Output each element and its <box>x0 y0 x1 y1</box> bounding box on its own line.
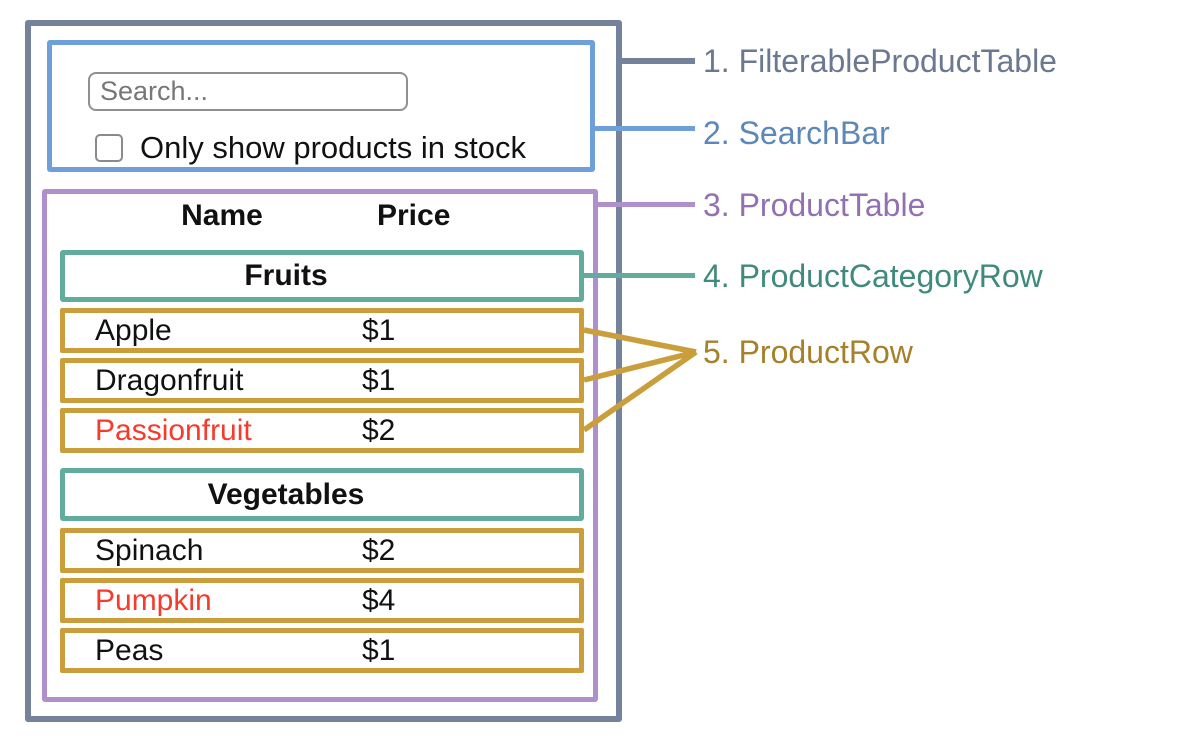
product-price: $4 <box>362 583 396 617</box>
category-label: Vegetables <box>207 477 365 511</box>
legend-filterable-product-table: 1. FilterableProductTable <box>703 43 1057 79</box>
product-category-row-vegetables: Vegetables <box>60 468 584 521</box>
product-row: Peas $1 <box>60 628 584 673</box>
legend-product-row: 5. ProductRow <box>703 334 913 370</box>
product-row: Dragonfruit $1 <box>60 358 584 403</box>
product-price: $2 <box>362 533 396 567</box>
product-price: $1 <box>362 313 396 347</box>
column-header-price: Price <box>377 199 451 232</box>
product-row: Passionfruit $2 <box>60 408 584 453</box>
product-price: $1 <box>362 633 396 667</box>
product-name: Peas <box>95 633 164 667</box>
legend-product-category-row: 4. ProductCategoryRow <box>703 258 1043 294</box>
product-name: Dragonfruit <box>95 363 244 397</box>
connector-product-table <box>596 202 695 207</box>
connector-filterable-product-table <box>621 58 695 64</box>
legend-search-bar: 2. SearchBar <box>703 115 890 151</box>
product-row: Pumpkin $4 <box>60 578 584 623</box>
search-input[interactable] <box>88 72 408 111</box>
product-table-box <box>42 189 598 702</box>
product-row: Spinach $2 <box>60 528 584 573</box>
product-row: Apple $1 <box>60 308 584 353</box>
connector-product-category-row <box>582 273 695 278</box>
product-category-row-fruits: Fruits <box>60 250 584 302</box>
product-name: Spinach <box>95 533 204 567</box>
category-label: Fruits <box>244 259 328 292</box>
connector-search-bar <box>593 126 695 131</box>
legend-product-table: 3. ProductTable <box>703 187 926 223</box>
product-price: $2 <box>362 413 396 447</box>
in-stock-checkbox[interactable] <box>95 134 123 162</box>
product-name: Apple <box>95 313 172 347</box>
search-bar-box <box>47 40 595 172</box>
column-header-name: Name <box>181 199 263 232</box>
product-name: Pumpkin <box>95 583 212 617</box>
product-name: Passionfruit <box>95 413 252 447</box>
product-price: $1 <box>362 363 396 397</box>
in-stock-checkbox-label: Only show products in stock <box>140 130 526 165</box>
